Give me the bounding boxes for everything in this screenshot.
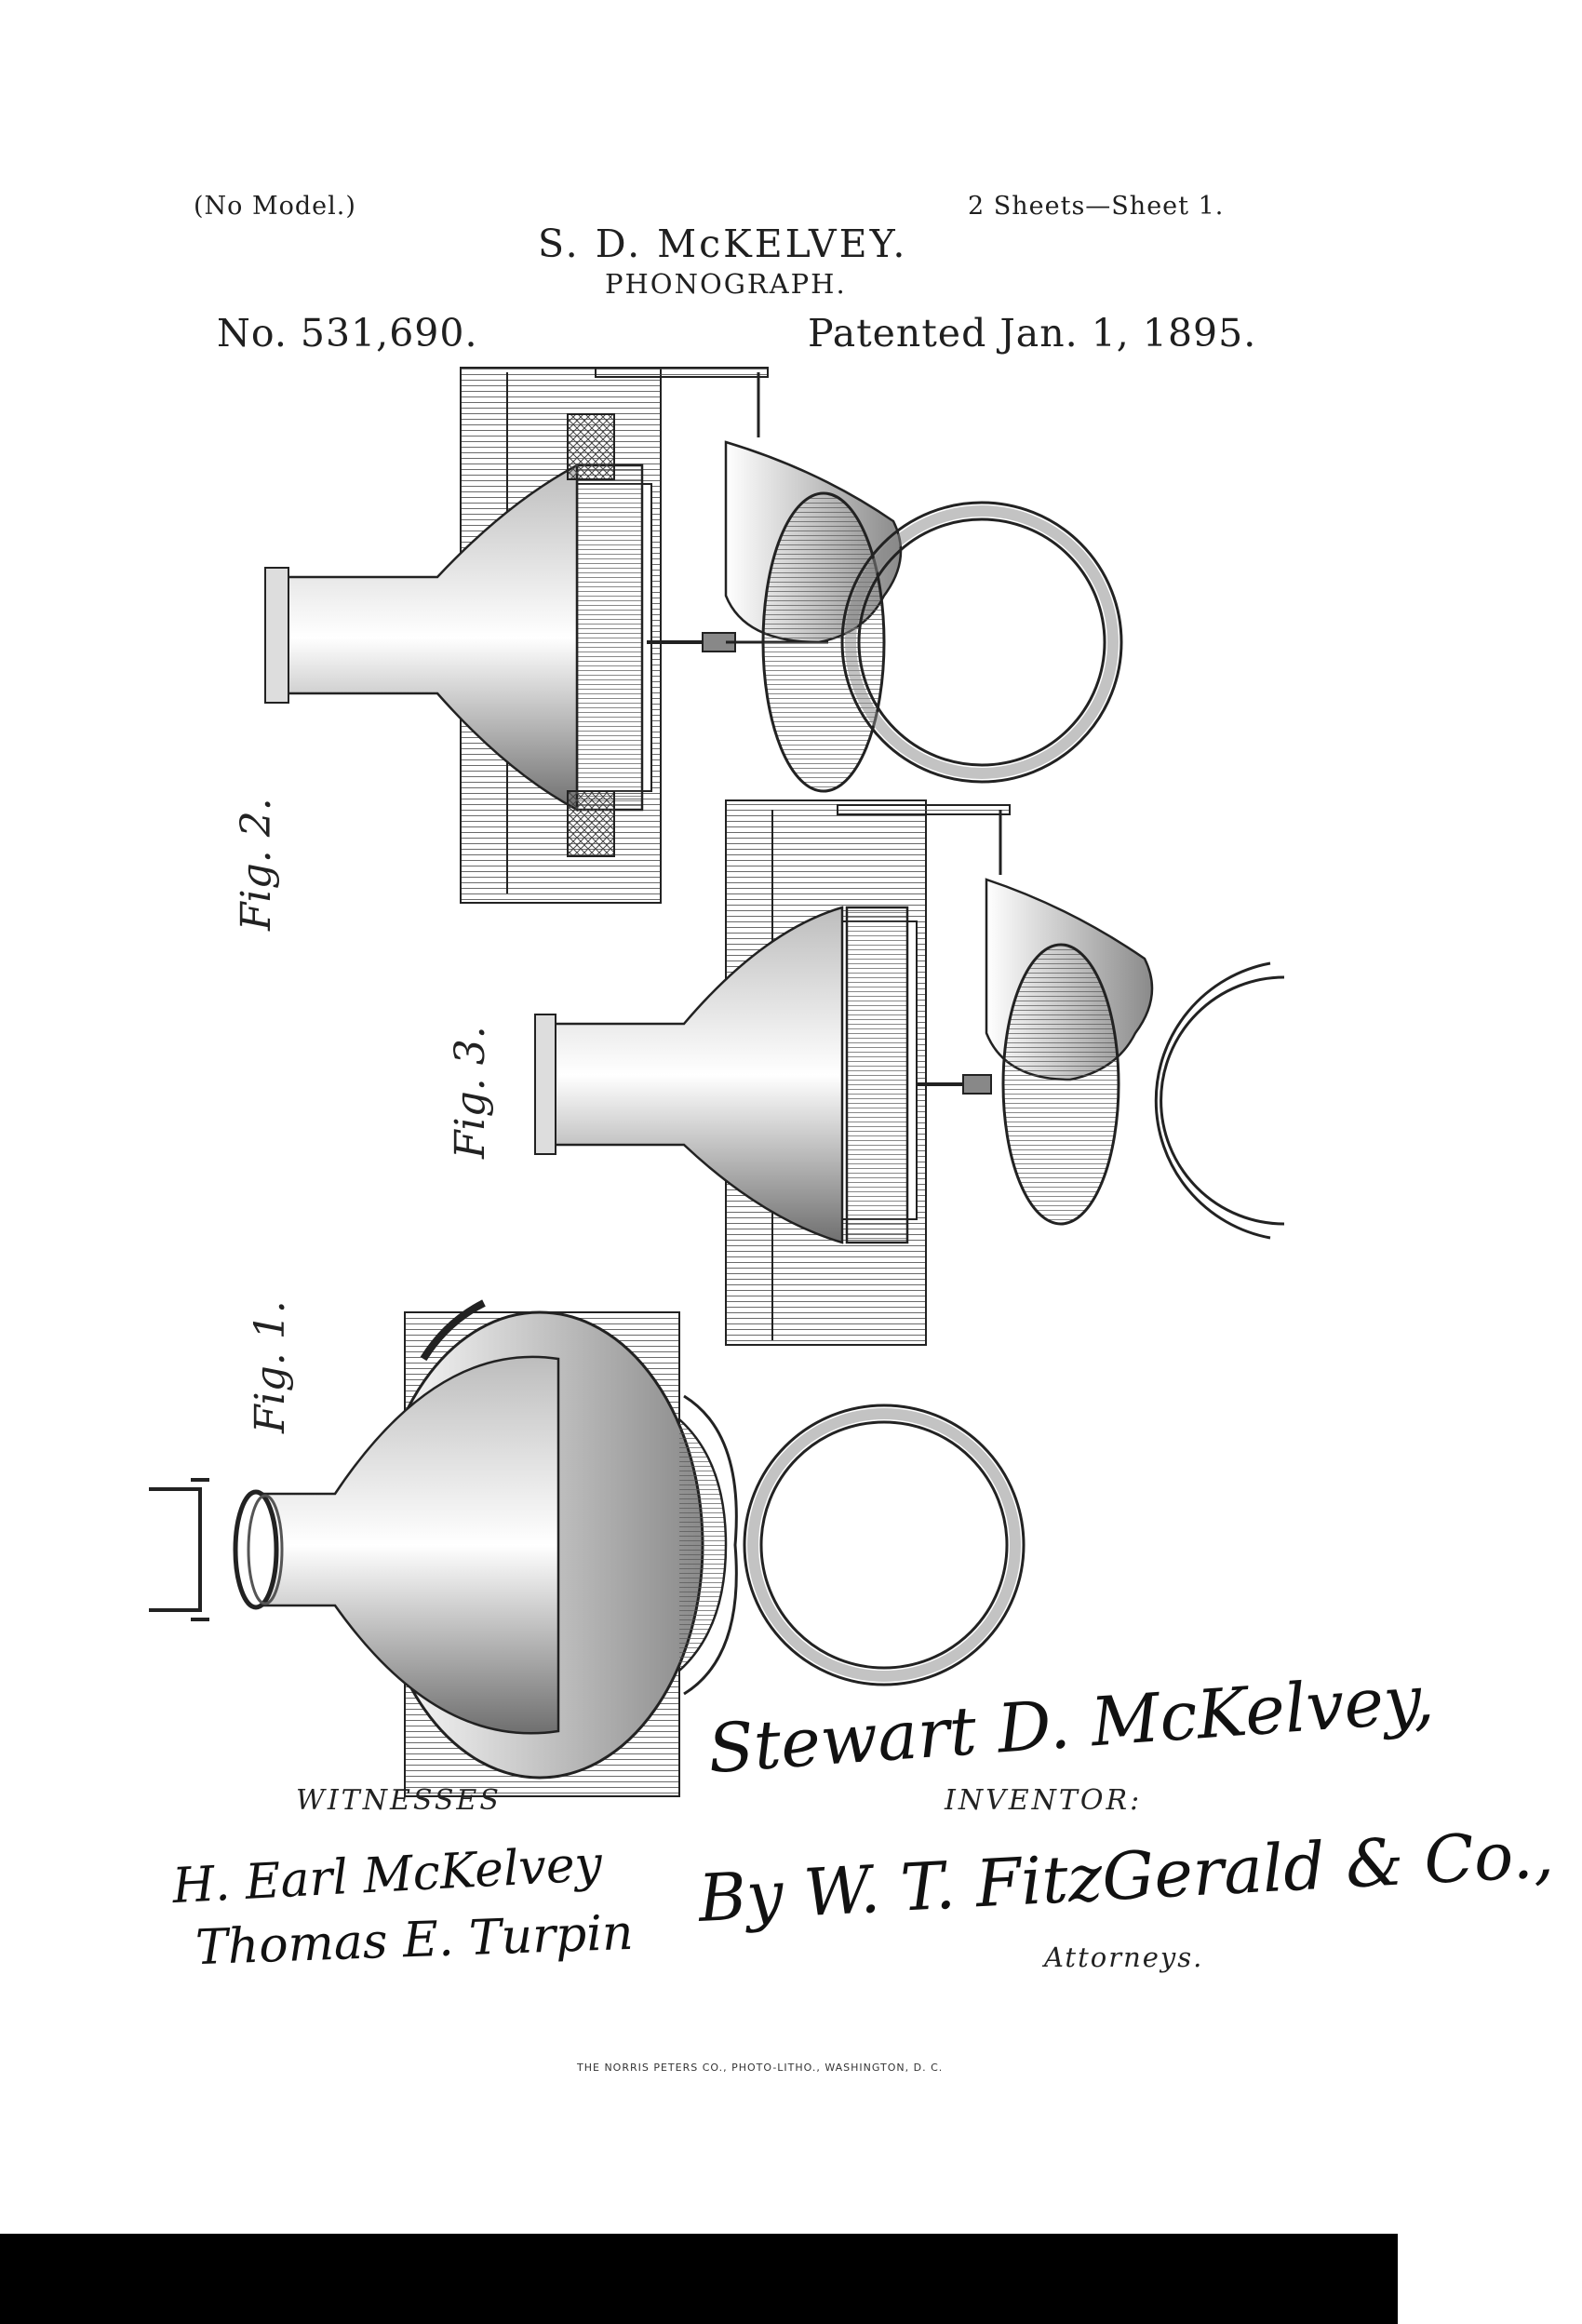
fig2-oval-plate xyxy=(761,491,886,793)
inventor-label: INVENTOR: xyxy=(945,1784,1143,1817)
figure-2 xyxy=(264,367,1123,904)
figure-labels: Fig. 2. Fig. 3. Fig. 1. xyxy=(233,798,494,1434)
fig3-ring-arc xyxy=(1154,961,1271,1240)
fig1-tube-bracket xyxy=(149,1487,202,1612)
printer-imprint: THE NORRIS PETERS CO., PHOTO-LITHO., WAS… xyxy=(577,2062,944,2074)
scan-edge-gap xyxy=(1398,2234,1582,2324)
fig1-ring xyxy=(743,1404,1026,1686)
fig2-ring xyxy=(840,501,1123,784)
patent-subject: PHONOGRAPH. xyxy=(605,268,847,300)
patent-number: No. 531,690. xyxy=(217,311,478,356)
sheet-count: 2 Sheets—Sheet 1. xyxy=(968,192,1225,221)
patent-date: Patented Jan. 1, 1895. xyxy=(808,311,1257,356)
no-model-note: (No Model.) xyxy=(194,192,356,221)
fig1-clip xyxy=(420,1299,486,1362)
fig1-label: Fig. 1. xyxy=(247,1300,294,1434)
fig1-horn-mouth xyxy=(233,1489,279,1610)
fig3-label: Fig. 3. xyxy=(447,1026,494,1160)
scan-edge-bar xyxy=(0,2234,1582,2324)
witnesses-label: WITNESSES xyxy=(296,1784,502,1817)
figure-3 xyxy=(534,799,1285,1346)
figure-1 xyxy=(149,1299,1026,1797)
fig3-horn xyxy=(547,906,844,1244)
fig3-oval-plate xyxy=(1001,943,1120,1226)
fig2-horn xyxy=(277,463,579,813)
fig1-oval-plate xyxy=(678,1418,728,1672)
fig2-label: Fig. 2. xyxy=(233,798,280,932)
fig1-horn xyxy=(254,1355,560,1735)
attorneys-label: Attorneys. xyxy=(1044,1941,1204,1973)
inventor-name: S. D. McKELVEY. xyxy=(538,222,908,266)
